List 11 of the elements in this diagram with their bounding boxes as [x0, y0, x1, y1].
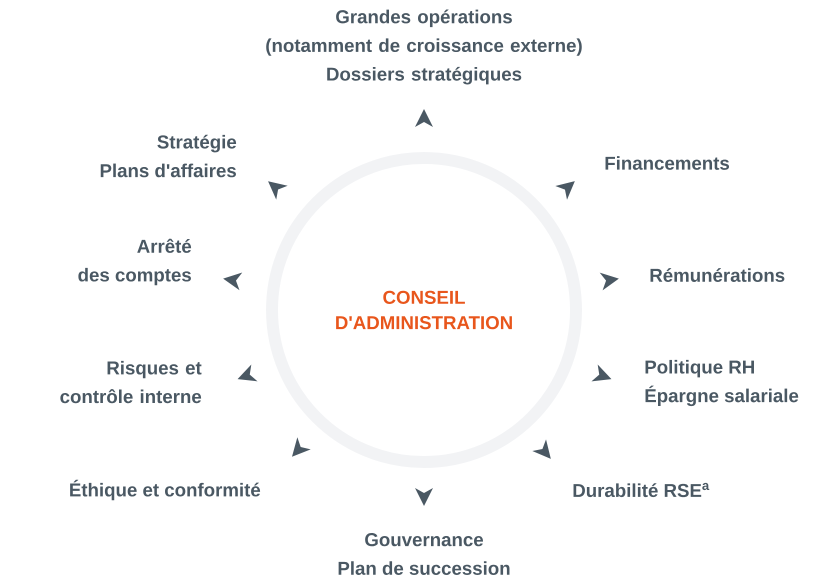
topic-label: Financements	[606, 156, 730, 170]
topic-label: Gouvernance Plan de succession	[338, 533, 510, 575]
title-label: CONSEIL D'ADMINISTRATION	[336, 290, 512, 330]
topic-label: Stratégie Plans d'affaires	[100, 134, 236, 178]
topic-label: Durabilité RSE$^{a}$	[574, 482, 710, 498]
topic-label: Politique RH Épargne salariale	[646, 360, 798, 406]
topic-label: Éthique et conformité	[70, 480, 260, 500]
topic-label: Grandes opérations (notamment de croissance externe) Dossiers stratégiques	[266, 10, 582, 84]
topic-label: Risques et contrôle interne	[60, 360, 202, 404]
topic-label: Arrêté des comptes	[78, 238, 192, 286]
topic-label: Rémunérations	[650, 268, 784, 282]
